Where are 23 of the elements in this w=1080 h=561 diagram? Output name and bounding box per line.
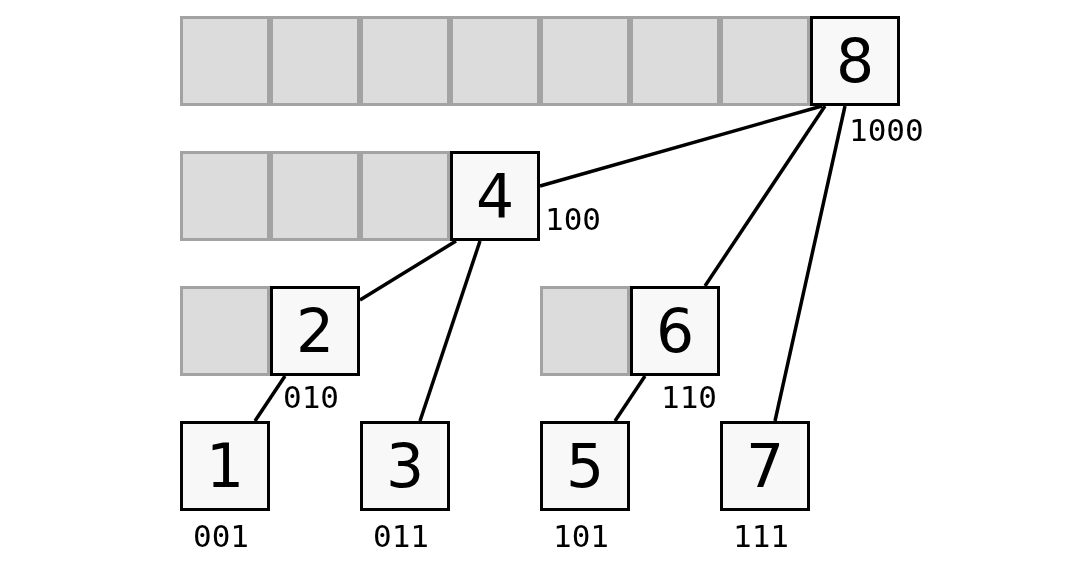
node-number: 2 (295, 301, 335, 361)
node-number: 7 (745, 436, 785, 496)
node-number: 3 (385, 436, 425, 496)
node-number: 1 (205, 436, 245, 496)
connector-line (359, 239, 457, 302)
connector-line (539, 104, 823, 188)
connector-line (613, 375, 647, 422)
connector-line (418, 240, 482, 422)
binary-label: 1000 (849, 115, 924, 146)
binary-label: 001 (193, 521, 249, 552)
connector-line (253, 375, 287, 422)
node-number: 5 (565, 436, 605, 496)
connector-line (703, 105, 827, 287)
binary-label: 101 (553, 521, 609, 552)
connector-line (773, 105, 847, 422)
node-number: 8 (835, 31, 875, 91)
binary-label: 010 (283, 382, 339, 413)
binary-label: 011 (373, 521, 429, 552)
node-number: 4 (475, 166, 515, 226)
binary-label: 100 (545, 204, 601, 235)
binary-label: 111 (733, 521, 789, 552)
node-number: 6 (655, 301, 695, 361)
binary-label: 110 (661, 382, 717, 413)
